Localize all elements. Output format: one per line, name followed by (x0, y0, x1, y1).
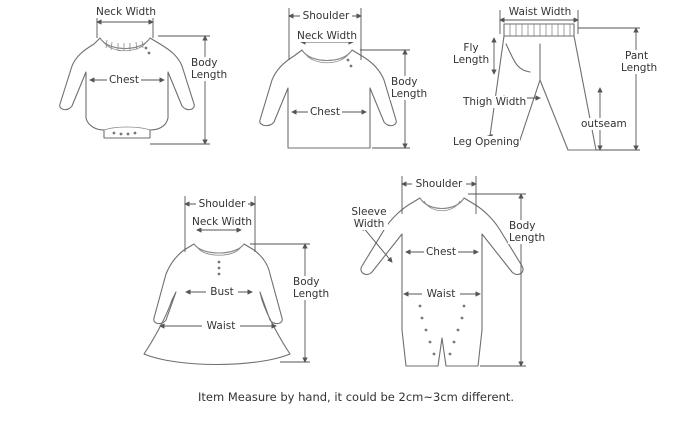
bodysuit-drawing (59, 14, 210, 145)
romper-waist-label: Waist (422, 288, 460, 300)
top-chest-label: Chest (308, 106, 342, 118)
dress-waist-label: Waist (202, 320, 240, 332)
pants-fly-length-label-line1: Fly (452, 42, 490, 54)
romper-body-length-label-line1: Body (508, 220, 537, 232)
romper-sleeve-width-label-line1: Sleeve (350, 206, 388, 218)
top-drawing (259, 8, 410, 149)
dress-drawing (143, 196, 310, 365)
romper-drawing (360, 176, 526, 367)
pants-outseam-label: outseam (580, 118, 628, 130)
dress-bust-label: Bust (206, 286, 238, 298)
top-shoulder-label: Shoulder (300, 10, 352, 22)
romper-chest-label: Chest (424, 246, 458, 258)
pants-fly-length-label-line2: Length (452, 54, 490, 66)
pants-thigh-width-label: Thigh Width (462, 96, 528, 108)
bodysuit-body-length-label-line1: Body (190, 57, 219, 69)
measurement-footnote: Item Measure by hand, it could be 2cm~3c… (197, 390, 515, 404)
dress-body-length-label-line2: Length (292, 288, 331, 300)
dress-neck-width-label: Neck Width (190, 216, 254, 228)
romper-body-length-label-line2: Length (508, 232, 547, 244)
romper-shoulder-label: Shoulder (412, 178, 466, 190)
bodysuit-neck-width-label: Neck Width (94, 6, 158, 18)
dress-shoulder-label: Shoulder (196, 198, 248, 210)
top-neck-width-label: Neck Width (295, 30, 359, 42)
romper-sleeve-width-label-line2: Width (350, 218, 388, 230)
bodysuit-body-length-label-line2: Length (190, 69, 229, 81)
bodysuit-chest-label: Chest (107, 74, 141, 86)
pants-waist-width-label: Waist Width (506, 6, 574, 18)
pants-pant-length-label-line2: Length (620, 62, 659, 74)
dress-body-length-label-line1: Body (292, 276, 321, 288)
top-body-length-label-line1: Body (390, 76, 419, 88)
pants-pant-length-label-line1: Pant (624, 50, 650, 62)
pants-leg-opening-label: Leg Opening (452, 136, 521, 148)
top-body-length-label-line2: Length (390, 88, 429, 100)
pants-drawing (487, 10, 640, 151)
